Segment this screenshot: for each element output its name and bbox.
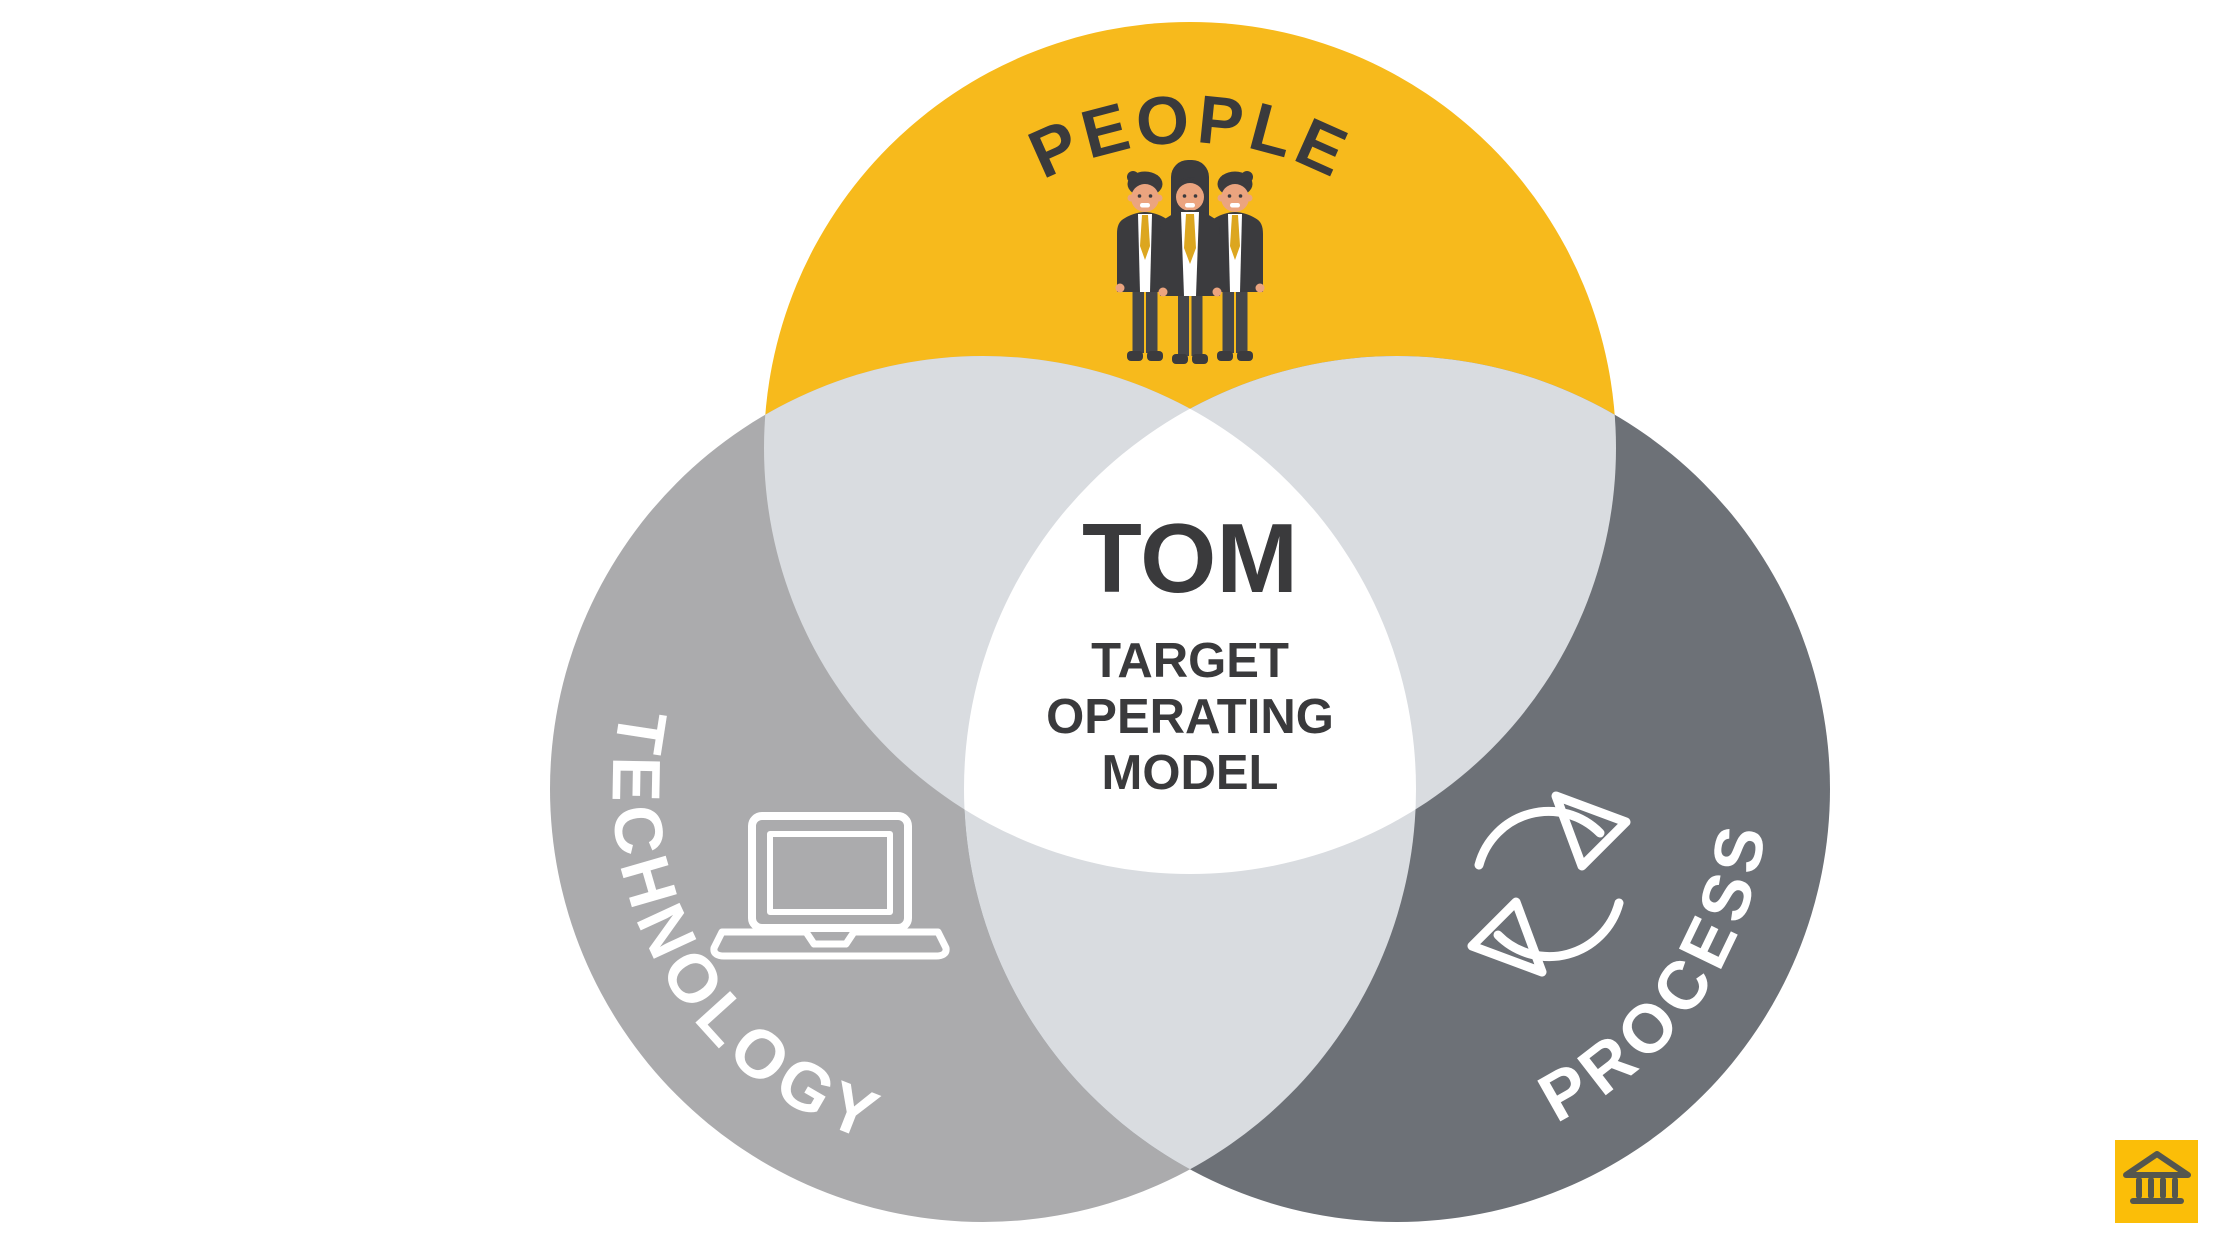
tom-subtitle-line3: MODEL — [1102, 746, 1279, 800]
cycle-arrows-icon — [1467, 791, 1631, 977]
person-left — [1115, 171, 1175, 361]
bank-icon — [2123, 1151, 2191, 1204]
people-icon — [1115, 160, 1265, 364]
center-overlap — [964, 356, 1416, 874]
person-right — [1205, 171, 1265, 361]
laptop-icon — [710, 812, 950, 960]
tom-subtitle-line1: TARGET — [1091, 634, 1289, 688]
bank-button[interactable] — [2115, 1140, 2198, 1223]
tom-title: TOM — [1082, 503, 1298, 613]
person-middle — [1158, 160, 1222, 364]
tom-subtitle-line2: OPERATING — [1046, 690, 1334, 744]
